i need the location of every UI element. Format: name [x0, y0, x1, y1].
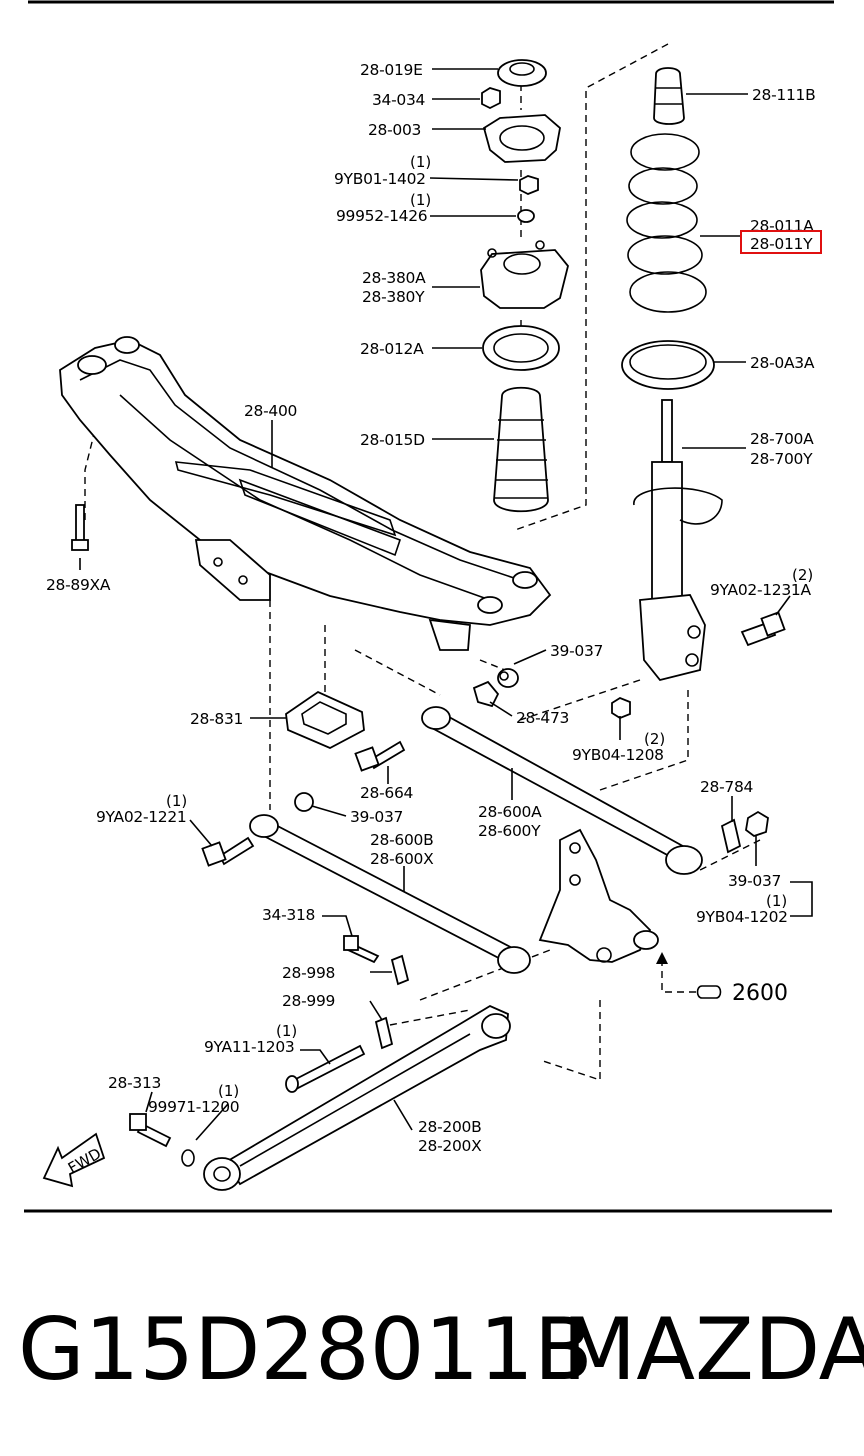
label-28-784: 28-784 [700, 778, 753, 796]
bushing-39-037-top [497, 668, 519, 688]
label-28-700Y: 28-700Y [750, 450, 813, 468]
label-9YA11-1203: 9YA11-1203 [204, 1038, 295, 1056]
bolt-28-313 [129, 1113, 172, 1148]
plate-28-999 [374, 1016, 394, 1050]
qty-9YA11-1203: (1) [276, 1022, 297, 1040]
label-9YB04-1202: 9YB04-1202 [696, 908, 788, 926]
plate-28-003 [482, 114, 561, 163]
seat-28-012A [482, 325, 560, 371]
bolt-34-318 [343, 935, 380, 964]
label-9YA02-1221: 9YA02-1221 [96, 808, 187, 826]
mount-cap-28-019E [497, 59, 547, 87]
label-28-200B: 28-200B [418, 1118, 481, 1136]
label-9YB01-1402: 9YB01-1402 [334, 170, 426, 188]
lateral-link-28-600B [249, 814, 531, 974]
nut-39-037-right [745, 810, 769, 838]
label-28-600Y: 28-600Y [478, 822, 541, 840]
dust-boot-28-015D [493, 386, 549, 513]
label-28-380Y: 28-380Y [362, 288, 425, 306]
bolt-9YA02-1231A [740, 611, 786, 647]
label-28-011Y: 28-011Y [750, 235, 813, 253]
strut-mount-28-380A [480, 240, 569, 309]
bolt-28-664 [354, 740, 406, 772]
nut-9YB04-1208 [611, 696, 631, 720]
label-28-380A: 28-380A [362, 269, 426, 287]
label-28-831: 28-831 [190, 710, 243, 728]
label-39-037-right: 39-037 [728, 872, 781, 890]
label-28-700A: 28-700A [750, 430, 814, 448]
label-99952-1426: 99952-1426 [336, 207, 427, 225]
knuckle-2600 [538, 828, 659, 963]
bushing-39-037-mid [294, 792, 314, 812]
label-28-015D: 28-015D [360, 431, 425, 449]
label-28-89XA: 28-89XA [46, 576, 111, 594]
plate-28-998 [390, 954, 410, 986]
label-28-313: 28-313 [108, 1074, 161, 1092]
crossmember-28-400 [59, 336, 552, 651]
washer-99971-1200 [181, 1149, 195, 1167]
label-28-600X: 28-600X [370, 850, 434, 868]
bump-stop-28-111B [653, 67, 685, 125]
brand-name: MAZDA [562, 1300, 864, 1400]
highlight-28-011Y [740, 230, 822, 254]
lateral-link-28-600A [421, 706, 703, 875]
pad-28-831 [285, 690, 365, 749]
washer-99952-1426 [517, 209, 535, 223]
label-9YA02-1231A: 9YA02-1231A [710, 581, 811, 599]
qty-9YB01-1402: (1) [410, 153, 431, 171]
nut-9YB01-1402 [519, 175, 539, 195]
label-28-600A: 28-600A [478, 803, 542, 821]
qty-9YA02-1231A: (2) [792, 566, 813, 584]
bolt-9YA02-1221 [201, 836, 255, 867]
coil-spring-28-011A [626, 133, 740, 313]
label-28-012A: 28-012A [360, 340, 424, 358]
label-28-0A3A: 28-0A3A [750, 354, 815, 372]
label-28-400: 28-400 [244, 402, 297, 420]
qty-9YB04-1202: (1) [766, 892, 787, 910]
qty-9YB04-1208: (2) [644, 730, 665, 748]
reference-bracket-icon [696, 985, 722, 999]
bolt-9YA11-1203 [285, 1044, 366, 1093]
nut-34-034 [481, 87, 501, 110]
forward-arrow-icon: FWD [42, 1132, 106, 1188]
leader-lines [79, 68, 813, 1141]
qty-99971-1200: (1) [218, 1082, 239, 1100]
label-28-600B: 28-600B [370, 831, 433, 849]
label-99971-1200: 99971-1200 [148, 1098, 239, 1116]
label-28-003: 28-003 [368, 121, 421, 139]
label-9YB04-1208: 9YB04-1208 [572, 746, 664, 764]
shock-absorber-28-700A [633, 399, 723, 682]
trailing-arm-28-200B [203, 1004, 511, 1191]
part-labels: 28-019E 34-034 28-003 (1) 9YB01-1402 (1)… [46, 61, 822, 1155]
qty-99952-1426: (1) [410, 191, 431, 209]
label-28-019E: 28-019E [360, 61, 423, 79]
label-28-200X: 28-200X [418, 1137, 482, 1155]
label-2600: 2600 [732, 981, 788, 1006]
qty-9YA02-1221: (1) [166, 792, 187, 810]
label-28-111B: 28-111B [752, 86, 815, 104]
label-28-473: 28-473 [516, 709, 569, 727]
label-28-011A: 28-011A [750, 217, 814, 235]
label-28-998: 28-998 [282, 964, 335, 982]
bracket-28-473 [472, 680, 500, 708]
spring-seat-28-0A3A [621, 340, 715, 390]
assembly-guide-lines [84, 43, 761, 1081]
part-number: G15D28011B [18, 1300, 593, 1400]
label-28-664: 28-664 [360, 784, 413, 802]
label-39-037-mid: 39-037 [350, 808, 403, 826]
caption: G15D28011B MAZDA [0, 1290, 864, 1410]
label-34-034: 34-034 [372, 91, 425, 109]
plate-28-784 [720, 818, 742, 854]
label-34-318: 34-318 [262, 906, 315, 924]
label-39-037-top: 39-037 [550, 642, 603, 660]
label-28-999: 28-999 [282, 992, 335, 1010]
bolt-28-89XA [71, 504, 89, 551]
